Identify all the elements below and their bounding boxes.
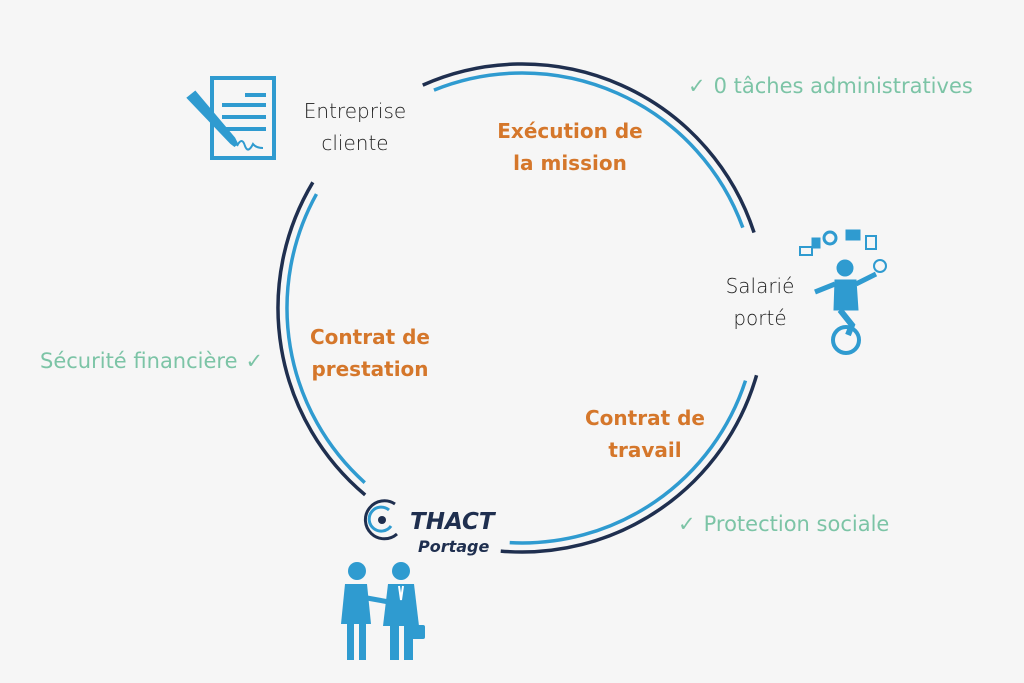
- benefit-social-text: Protection sociale: [703, 512, 890, 536]
- benefit-social: ✓ Protection sociale: [678, 512, 889, 536]
- step-mission-line2: la mission: [513, 151, 627, 175]
- step-work-contract: Contrat de travail: [575, 402, 715, 466]
- benefit-admin-text: 0 tâches administratives: [713, 74, 973, 98]
- benefit-financial-text: Sécurité financière: [40, 349, 238, 373]
- step-work-contract-line2: travail: [608, 438, 682, 462]
- check-icon: ✓: [245, 349, 264, 373]
- check-icon: ✓: [688, 74, 706, 98]
- arc-work-contract-inner: [509, 380, 748, 545]
- step-mission-line1: Exécution de: [497, 119, 643, 143]
- arc-service-contract-outer: [276, 181, 367, 497]
- node-client-line2: cliente: [321, 131, 389, 155]
- benefit-financial: Sécurité financière ✓: [40, 349, 263, 373]
- node-employee-line2: porté: [733, 306, 787, 330]
- arc-mission-inner: [433, 71, 745, 229]
- step-service-contract-line1: Contrat de: [310, 325, 430, 349]
- arc-mission-outer: [422, 62, 756, 234]
- step-mission: Exécution de la mission: [490, 115, 650, 179]
- node-employee: Salarié porté: [705, 270, 815, 334]
- node-client: Entreprise cliente: [290, 95, 420, 159]
- step-service-contract: Contrat de prestation: [300, 321, 440, 385]
- logo-name: THACT: [410, 509, 495, 535]
- step-work-contract-line1: Contrat de: [585, 406, 705, 430]
- arc-service-contract-inner: [285, 193, 366, 484]
- arc-work-contract-outer: [500, 374, 759, 554]
- node-client-line1: Entreprise: [303, 99, 407, 123]
- node-employee-line1: Salarié: [725, 274, 795, 298]
- check-icon: ✓: [678, 512, 696, 536]
- logo-subtitle: Portage: [418, 537, 490, 556]
- step-service-contract-line2: prestation: [311, 357, 429, 381]
- benefit-admin: ✓ 0 tâches administratives: [688, 74, 973, 98]
